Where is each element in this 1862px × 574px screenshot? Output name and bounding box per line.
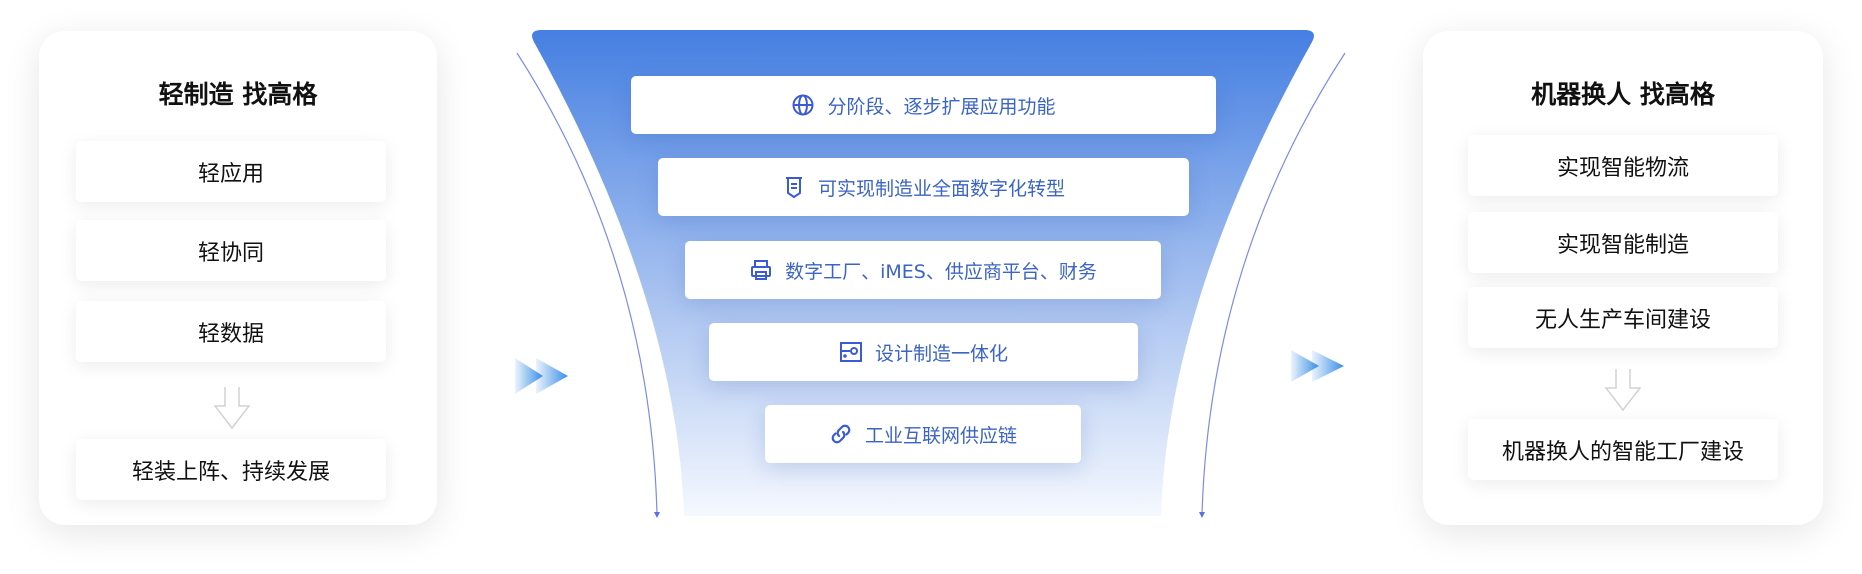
document-badge-icon [785, 177, 802, 199]
funnel-item-label: 可实现制造业全面数字化转型 [817, 177, 1065, 200]
funnel-item: 数字工厂、iMES、供应商平台、财务 [685, 241, 1161, 299]
funnel-item-label: 数字工厂、iMES、供应商平台、财务 [785, 260, 1097, 283]
right-item: 无人生产车间建设 [1468, 287, 1778, 348]
funnel-item-label: 分阶段、逐步扩展应用功能 [827, 95, 1056, 118]
chevron-right-icon-right [1291, 350, 1344, 382]
left-item: 轻协同 [76, 220, 386, 281]
right-flow-arrowhead [1199, 512, 1205, 518]
chevron-right-icon-left [515, 358, 568, 394]
left-flow-arrowhead [654, 512, 660, 518]
funnel-item: 设计制造一体化 [709, 323, 1138, 381]
right-result: 机器换人的智能工厂建设 [1468, 419, 1778, 480]
left-flow-line [516, 52, 658, 515]
down-arrow-icon [1604, 369, 1642, 412]
right-card: 机器换人 找高格 实现智能物流 实现智能制造 无人生产车间建设 机器换人的智能工… [1423, 31, 1823, 525]
funnel-item: 分阶段、逐步扩展应用功能 [631, 76, 1216, 134]
printer-icon [751, 260, 772, 280]
right-item: 实现智能物流 [1468, 135, 1778, 196]
left-result: 轻装上阵、持续发展 [76, 439, 386, 500]
right-card-title: 机器换人 找高格 [1531, 80, 1715, 109]
funnel-item: 可实现制造业全面数字化转型 [658, 158, 1189, 216]
right-flow-line [1201, 52, 1346, 515]
globe-icon [792, 94, 814, 116]
left-card: 轻制造 找高格 轻应用 轻协同 轻数据 轻装上阵、持续发展 [39, 31, 437, 525]
link-icon [831, 424, 851, 444]
left-item: 轻数据 [76, 301, 386, 362]
funnel-item-label: 设计制造一体化 [874, 342, 1008, 365]
left-card-title: 轻制造 找高格 [158, 80, 318, 109]
funnel-item: 工业互联网供应链 [765, 405, 1081, 463]
funnel-item-label: 工业互联网供应链 [864, 424, 1017, 447]
right-item: 实现智能制造 [1468, 212, 1778, 273]
design-panel-icon [839, 342, 862, 362]
left-item: 轻应用 [76, 141, 386, 202]
down-arrow-icon [213, 387, 251, 430]
